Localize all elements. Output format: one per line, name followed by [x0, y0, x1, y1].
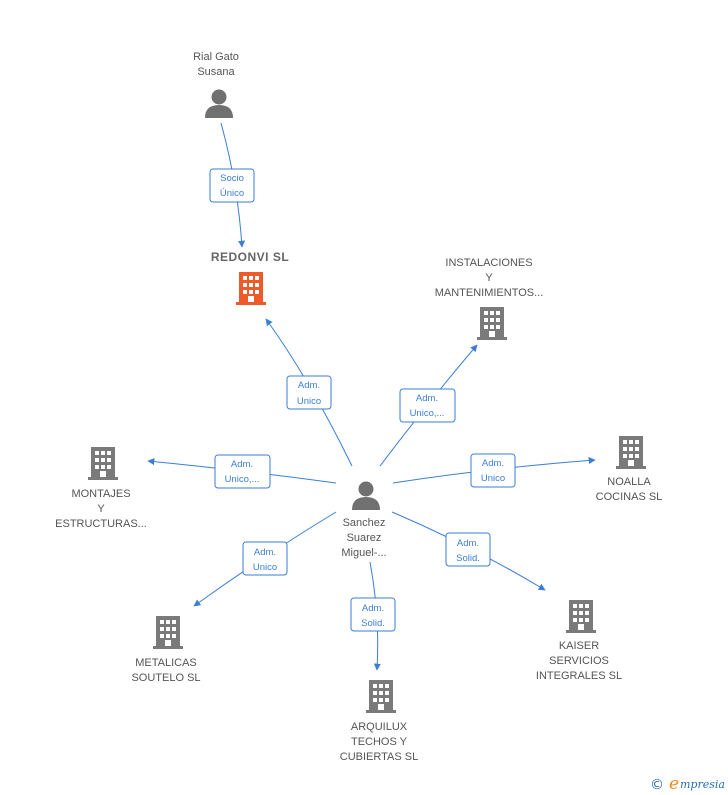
- node-label: Susana: [197, 66, 235, 78]
- node-label: INSTALACIONES: [445, 257, 532, 269]
- node-label: Y: [485, 272, 493, 284]
- node-label: ESTRUCTURAS...: [55, 518, 147, 530]
- edge-label: Adm.: [362, 603, 384, 614]
- edge-sanchez-instalaciones[interactable]: Adm. Unico,...: [379, 344, 478, 467]
- brand-initial: e: [669, 774, 679, 794]
- edge-label: Adm.: [231, 459, 253, 470]
- node-montajes[interactable]: MONTAJES Y ESTRUCTURAS...: [55, 447, 147, 530]
- building-icon: [366, 680, 396, 713]
- edge-label: Adm.: [298, 380, 320, 391]
- node-arquilux[interactable]: ARQUILUX TECHOS Y CUBIERTAS SL: [340, 680, 418, 763]
- node-label: Suarez: [347, 532, 382, 544]
- person-icon: [205, 89, 233, 118]
- edge-label: Adm.: [416, 393, 438, 404]
- node-redonvi-sl[interactable]: REDONVI SL: [211, 250, 289, 305]
- building-icon: [477, 307, 507, 340]
- person-icon: [352, 481, 380, 510]
- edge-label: Unico: [297, 396, 321, 407]
- node-label: Rial Gato: [193, 51, 239, 63]
- node-label: Miguel-...: [341, 547, 386, 559]
- edge-label: Unico: [253, 562, 277, 573]
- building-icon: [88, 447, 118, 480]
- copyright-symbol: ©: [650, 777, 664, 793]
- node-label: Y: [97, 503, 105, 515]
- edge-sanchez-kaiser[interactable]: Adm. Solid.: [391, 511, 546, 591]
- node-rial-gato-susana[interactable]: Rial Gato Susana: [193, 51, 239, 118]
- edge-label: Solid.: [456, 553, 480, 564]
- node-label: KAISER: [559, 640, 599, 652]
- node-label: CUBIERTAS SL: [340, 751, 418, 763]
- building-icon: [153, 616, 183, 649]
- empresia-watermark: © e mpresia: [650, 774, 725, 794]
- brand-name: mpresia: [680, 778, 725, 791]
- node-label: TECHOS Y: [351, 736, 408, 748]
- edge-label: Socio: [220, 173, 244, 184]
- edge-sanchez-metalicas[interactable]: Adm. Unico: [193, 511, 337, 607]
- node-label: INTEGRALES SL: [536, 670, 622, 682]
- edge-sanchez-noalla[interactable]: Adm. Unico: [392, 453, 596, 488]
- edge-label: Adm.: [457, 538, 479, 549]
- edge-label: Adm.: [482, 458, 504, 469]
- node-label: Sanchez: [343, 517, 386, 529]
- edge-rial-redonvi[interactable]: Socio Único: [209, 122, 255, 248]
- edge-label: Único: [220, 188, 244, 199]
- edge-sanchez-arquilux[interactable]: Adm. Solid.: [350, 561, 396, 671]
- node-instalaciones[interactable]: INSTALACIONES Y MANTENIMIENTOS...: [435, 257, 544, 340]
- building-icon: [566, 600, 596, 633]
- node-label: ARQUILUX: [351, 721, 408, 733]
- building-icon: [236, 272, 266, 305]
- node-label: METALICAS: [135, 657, 197, 669]
- edge-label: Solid.: [361, 618, 385, 629]
- node-label: COCINAS SL: [596, 491, 663, 503]
- edge-label: Unico: [481, 473, 505, 484]
- building-icon: [616, 436, 646, 469]
- edge-label: Adm.: [254, 547, 276, 558]
- node-label: NOALLA: [607, 476, 651, 488]
- node-label: MONTAJES: [71, 488, 130, 500]
- node-label: REDONVI SL: [211, 250, 289, 264]
- node-kaiser[interactable]: KAISER SERVICIOS INTEGRALES SL: [536, 600, 622, 682]
- edge-label: Unico,...: [225, 474, 260, 485]
- edge-sanchez-montajes[interactable]: Adm. Unico,...: [147, 454, 337, 489]
- node-sanchez-suarez[interactable]: Sanchez Suarez Miguel-...: [341, 481, 387, 560]
- edge-sanchez-redonvi[interactable]: Adm. Unico: [265, 318, 353, 467]
- node-label: MANTENIMIENTOS...: [435, 287, 544, 299]
- edge-label: Unico,...: [410, 408, 445, 419]
- node-noalla[interactable]: NOALLA COCINAS SL: [596, 436, 663, 503]
- node-label: SERVICIOS: [549, 655, 609, 667]
- node-metalicas[interactable]: METALICAS SOUTELO SL: [131, 616, 201, 684]
- node-label: SOUTELO SL: [131, 672, 200, 684]
